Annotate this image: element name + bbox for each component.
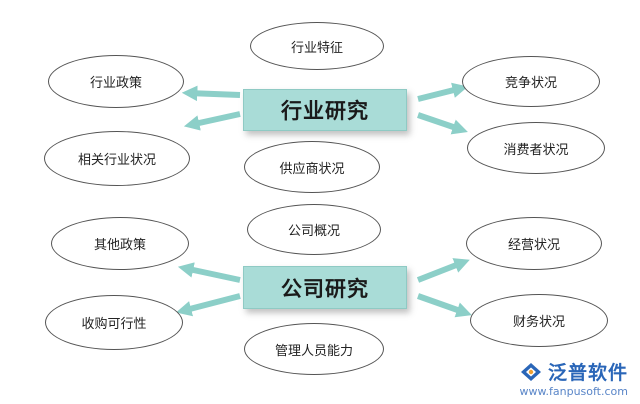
node-industry-features: 行业特征 xyxy=(250,22,384,70)
watermark-name: 泛普软件 xyxy=(547,362,628,384)
node-management-ability: 管理人员能力 xyxy=(244,323,384,375)
node-industry-policy: 行业政策 xyxy=(48,55,184,108)
watermark-url: www.fanpusoft.com xyxy=(519,385,628,398)
company-research-hub: 公司研究 xyxy=(243,266,407,309)
arrow-to-policy xyxy=(181,85,241,102)
arrow-to-other-policy xyxy=(177,262,241,283)
node-other-policy: 其他政策 xyxy=(51,217,189,270)
node-competition-status: 竞争状况 xyxy=(462,56,600,107)
arrow-to-finance xyxy=(416,293,472,318)
arrow-to-operations xyxy=(416,258,470,283)
node-related-industries: 相关行业状况 xyxy=(44,131,190,186)
node-consumer-status: 消费者状况 xyxy=(467,122,605,174)
node-operations-status: 经营状况 xyxy=(466,217,602,270)
node-supplier-status: 供应商状况 xyxy=(244,141,380,193)
arrow-to-competition xyxy=(417,82,469,102)
brand-logo-icon xyxy=(520,362,541,381)
node-acquisition-feasibility: 收购可行性 xyxy=(45,295,183,350)
watermark: 泛普软件 www.fanpusoft.com xyxy=(518,358,628,398)
node-financial-status: 财务状况 xyxy=(470,294,608,347)
arrow-to-related xyxy=(183,111,241,131)
arrow-to-feasibility xyxy=(175,293,241,317)
arrow-to-consumer xyxy=(417,112,468,135)
industry-research-hub: 行业研究 xyxy=(243,89,407,131)
node-company-overview: 公司概况 xyxy=(247,204,381,255)
